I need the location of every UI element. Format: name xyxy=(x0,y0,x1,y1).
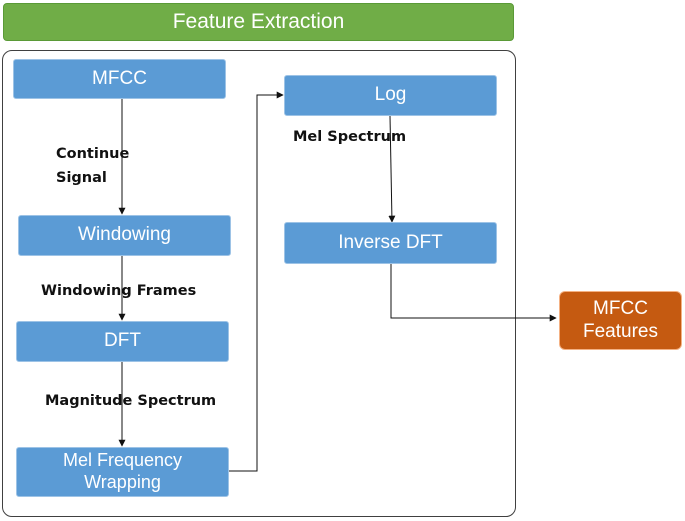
inverse-dft-box: Inverse DFT xyxy=(284,222,497,264)
features-box-line2: Features xyxy=(583,320,658,342)
continue-signal-label: Continue Signal xyxy=(56,143,129,191)
arrow-mel-to-log xyxy=(229,91,284,472)
dft-box: DFT xyxy=(16,321,229,362)
mfcc-box: MFCC xyxy=(13,59,226,99)
mel-spectrum-label: Mel Spectrum xyxy=(293,129,407,145)
arrow-inverse-dft-to-features xyxy=(390,264,557,322)
feature-extraction-title: Feature Extraction xyxy=(3,3,514,41)
windowing-frames-label: Windowing Frames xyxy=(41,283,197,299)
windowing-box: Windowing xyxy=(18,215,231,256)
dft-box-label: DFT xyxy=(104,330,141,352)
mfcc-box-label: MFCC xyxy=(92,67,147,89)
inverse-dft-box-label: Inverse DFT xyxy=(338,231,443,253)
continue-signal-line2: Signal xyxy=(56,169,107,186)
log-box-label: Log xyxy=(374,84,407,106)
windowing-box-label: Windowing xyxy=(78,224,171,246)
pipeline-container xyxy=(2,50,516,517)
mel-box-line1: Mel Frequency xyxy=(62,450,183,471)
arrow-log-to-inverse-dft xyxy=(388,115,396,223)
mel-frequency-wrapping-box: Mel Frequency Wrapping xyxy=(16,447,229,497)
features-box-line1: MFCC xyxy=(593,297,648,319)
mfcc-features-box: MFCC Features xyxy=(559,291,682,350)
continue-signal-line1: Continue xyxy=(56,146,130,162)
magnitude-spectrum-label: Magnitude Spectrum xyxy=(45,393,217,409)
log-box: Log xyxy=(284,75,497,116)
mel-box-line2: Wrapping xyxy=(84,472,161,492)
